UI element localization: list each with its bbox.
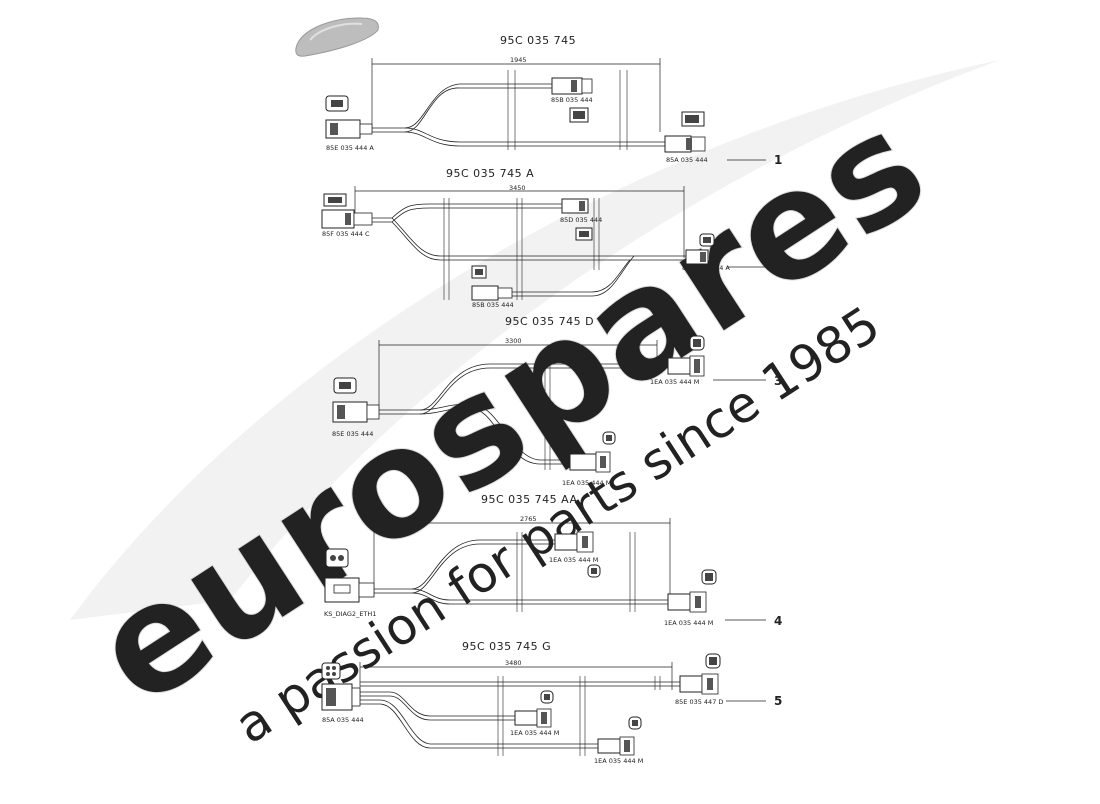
harness-title: 95C 035 745 (500, 34, 576, 47)
part-label: 1EA 035 444 M (510, 729, 559, 737)
connector-face-icon (602, 431, 616, 445)
connector-face-icon (701, 569, 717, 585)
part-label: 85E 035 444 A (326, 144, 374, 152)
connector-icon (664, 135, 706, 153)
callout-number: 3 (774, 374, 782, 388)
harness-title: 95C 035 745 G (462, 640, 551, 653)
callout-number: 1 (774, 153, 782, 167)
part-label: 85E 035 447 D (675, 698, 723, 706)
connector-face-icon (681, 111, 705, 127)
part-label: 85B 035 444 (551, 96, 593, 104)
connector-face-icon (575, 227, 593, 241)
connector-icon (324, 577, 375, 603)
part-label: 1EA 035 444 M (650, 378, 699, 386)
harness-1: 95C 035 745 1945 (325, 34, 782, 167)
connector-icon (679, 673, 719, 695)
connector-face-icon (333, 377, 357, 394)
connector-face-icon (569, 107, 589, 123)
part-label: 85A 035 444 (322, 716, 364, 724)
part-label: 85E 035 444 A (682, 264, 730, 272)
harness-3: 95C 035 745 D 3300 (332, 315, 782, 487)
part-label: 85A 035 444 (666, 156, 708, 164)
part-label: 1EA 035 444 M (562, 479, 611, 487)
callout-number: 4 (774, 614, 782, 628)
connector-icon (321, 209, 373, 229)
harness-2: 95C 035 745 A 3450 (321, 167, 782, 309)
harness-title: 95C 035 745 A (446, 167, 534, 180)
harness-4: 95C 035 745 AA 2765 (324, 493, 782, 628)
part-label: 85B 035 444 (472, 301, 514, 309)
dimension-label: 2765 (520, 515, 537, 523)
connector-face-icon (699, 233, 715, 247)
dimension-label: 1945 (510, 56, 527, 64)
part-label: 85D 035 444 (560, 216, 602, 224)
connector-face-icon (689, 335, 705, 351)
connector-face-icon (587, 564, 601, 578)
connector-icon (569, 451, 611, 473)
connector-face-icon (705, 653, 721, 669)
connector-face-icon (323, 193, 347, 207)
connector-icon (551, 77, 593, 95)
connector-face-icon (628, 716, 642, 730)
connector-face-icon (471, 265, 487, 279)
connector-face-icon (325, 548, 349, 568)
dimension-label: 3450 (509, 184, 526, 192)
connector-icon (667, 355, 705, 377)
harness-5: 95C 035 745 G 3480 (321, 640, 782, 765)
callout-number: 2 (774, 261, 782, 275)
part-label: 1EA 035 444 M (594, 757, 643, 765)
part-label: 1EA 035 444 M (664, 619, 713, 627)
connector-icon (685, 249, 709, 265)
connector-icon (514, 708, 552, 728)
callout-number: 5 (774, 694, 782, 708)
connector-face-icon (321, 662, 341, 680)
part-label: 1EA 035 444 M (549, 556, 598, 564)
dimension-label: 3300 (505, 337, 522, 345)
connector-icon (325, 119, 373, 139)
watermark-swoosh-icon (70, 60, 1000, 620)
connector-icon (667, 591, 707, 613)
car-silhouette-icon (295, 17, 379, 57)
connector-icon (561, 198, 589, 214)
part-label: 85F 035 444 C (322, 230, 370, 238)
connector-face-icon (540, 690, 554, 704)
part-label: KS_DIAG2_ETH1 (324, 610, 376, 618)
dimension-label: 3480 (505, 659, 522, 667)
connector-icon (554, 531, 594, 553)
part-label: 85E 035 444 (332, 430, 373, 438)
connector-icon (597, 736, 635, 756)
harness-title: 95C 035 745 D (505, 315, 594, 328)
connector-icon (321, 683, 361, 711)
harness-title: 95C 035 745 AA (481, 493, 578, 506)
connector-face-icon (325, 95, 349, 112)
connector-icon (332, 401, 380, 423)
connector-icon (471, 285, 513, 301)
